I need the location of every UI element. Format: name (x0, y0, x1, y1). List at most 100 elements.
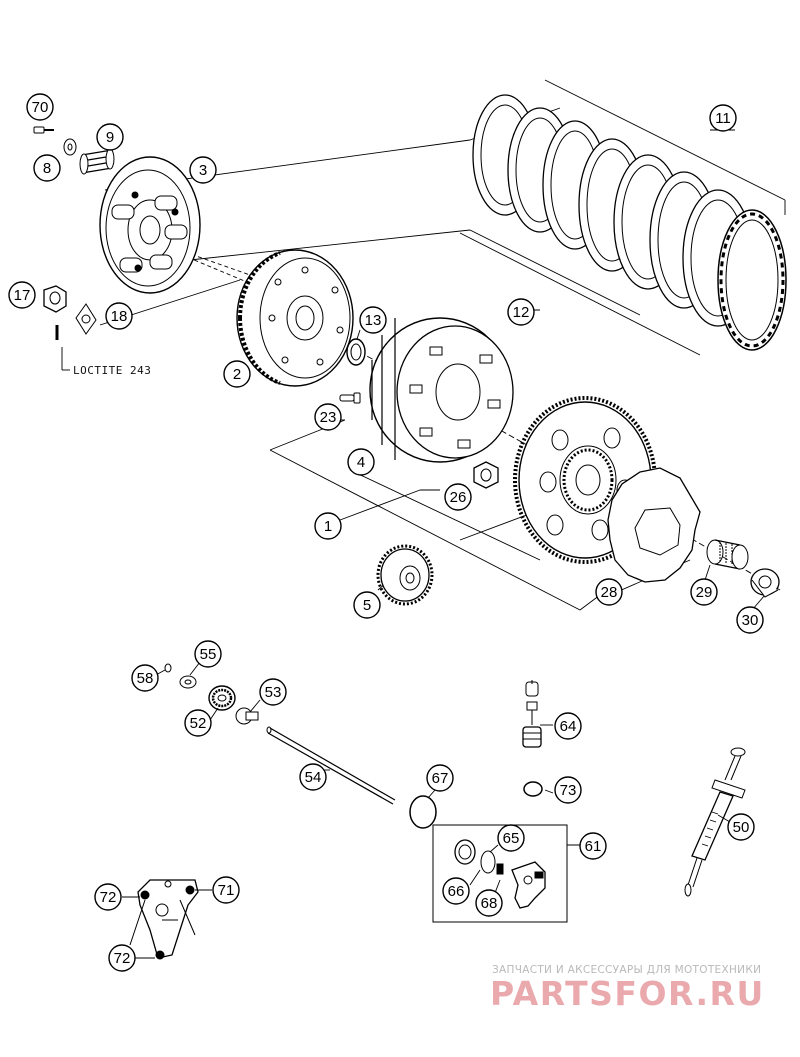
svg-text:PARTSFOR.RU: PARTSFOR.RU (490, 974, 765, 1013)
seal-ring-73 (523, 781, 543, 797)
svg-text:68: 68 (481, 895, 498, 912)
clutch-plate-stack (472, 94, 787, 351)
callout-2[interactable]: 2 (223, 360, 251, 388)
svg-text:4: 4 (357, 454, 365, 471)
svg-text:73: 73 (560, 782, 577, 799)
circlip-58 (164, 663, 172, 673)
svg-text:17: 17 (14, 287, 31, 304)
callout-17[interactable]: 17 (8, 281, 36, 309)
syringe-50 (684, 747, 746, 897)
svg-text:23: 23 (320, 409, 337, 426)
needle-bearing-29 (706, 539, 749, 570)
small-gear-5 (376, 544, 434, 606)
callout-68[interactable]: 68 (475, 889, 503, 917)
watermark: ЗАПЧАСТИ И АКСЕССУАРЫ ДЛЯ МОТОТЕХНИКИ PA… (490, 964, 765, 1013)
damper-plate-28 (607, 467, 701, 583)
callout-64[interactable]: 64 (554, 712, 582, 740)
svg-text:52: 52 (190, 715, 207, 732)
callout-12[interactable]: 12 (507, 298, 535, 326)
svg-text:71: 71 (218, 882, 235, 899)
callout-53[interactable]: 53 (259, 678, 287, 706)
callout-52[interactable]: 52 (184, 709, 212, 737)
washer-8 (63, 138, 77, 156)
svg-text:8: 8 (43, 160, 51, 177)
clutch-basket-4 (369, 317, 514, 463)
spring-9 (79, 148, 115, 175)
callout-67[interactable]: 67 (426, 764, 454, 792)
svg-text:13: 13 (365, 312, 382, 329)
callout-5[interactable]: 5 (353, 591, 381, 619)
callout-18[interactable]: 18 (105, 302, 133, 330)
callout-70[interactable]: 70 (26, 93, 54, 121)
callout-4[interactable]: 4 (347, 448, 375, 476)
svg-text:58: 58 (137, 670, 154, 687)
svg-text:2: 2 (233, 366, 241, 383)
svg-text:72: 72 (100, 889, 117, 906)
svg-text:53: 53 (265, 684, 282, 701)
pressure-plate-3 (99, 156, 201, 294)
callout-1[interactable]: 1 (314, 512, 342, 540)
o-ring-67 (409, 795, 437, 829)
callout-11[interactable]: 11 (709, 104, 737, 132)
callout-55[interactable]: 55 (194, 640, 222, 668)
svg-text:67: 67 (432, 770, 449, 787)
hex-nut-26 (473, 461, 499, 489)
svg-text:64: 64 (560, 718, 577, 735)
svg-text:30: 30 (742, 612, 759, 629)
callout-30[interactable]: 30 (736, 606, 764, 634)
nut-17 (43, 285, 67, 340)
svg-text:1: 1 (324, 518, 332, 535)
lock-washer-18 (75, 303, 97, 335)
svg-text:9: 9 (106, 129, 114, 146)
washer-55 (179, 675, 197, 689)
svg-text:28: 28 (601, 584, 618, 601)
svg-text:3: 3 (199, 162, 207, 179)
callout-54[interactable]: 54 (299, 763, 327, 791)
svg-text:11: 11 (715, 110, 731, 127)
callout-9[interactable]: 9 (96, 123, 124, 151)
svg-text:66: 66 (448, 883, 465, 900)
push-rod-54 (266, 726, 396, 805)
bolt-70 (33, 126, 54, 134)
svg-text:LOCTITE 243: LOCTITE 243 (73, 364, 151, 377)
bearing-52 (208, 685, 236, 711)
svg-text:65: 65 (503, 830, 520, 847)
svg-text:72: 72 (114, 950, 131, 967)
bleed-nipple-64 (522, 680, 542, 748)
svg-text:70: 70 (32, 99, 49, 116)
callout-72-lower[interactable]: 72 (108, 944, 136, 972)
svg-text:50: 50 (733, 819, 750, 836)
callout-3[interactable]: 3 (189, 156, 217, 184)
callout-28[interactable]: 28 (595, 578, 623, 606)
bushing-30 (750, 568, 780, 598)
svg-text:26: 26 (450, 489, 467, 506)
svg-text:5: 5 (363, 597, 371, 614)
callout-71[interactable]: 71 (212, 876, 240, 904)
callout-58[interactable]: 58 (131, 664, 159, 692)
svg-text:12: 12 (513, 304, 530, 321)
pin-23 (339, 392, 361, 404)
callout-73[interactable]: 73 (554, 776, 582, 804)
svg-text:18: 18 (111, 308, 128, 325)
svg-text:61: 61 (585, 838, 602, 855)
callout-8[interactable]: 8 (33, 154, 61, 182)
callout-61[interactable]: 61 (579, 832, 607, 860)
loctite-note: LOCTITE 243 (73, 364, 151, 377)
pressure-piece-53 (235, 707, 259, 725)
release-lever-71-72 (122, 879, 212, 960)
callout-66[interactable]: 66 (442, 877, 470, 905)
callout-50[interactable]: 50 (727, 813, 755, 841)
callout-65[interactable]: 65 (497, 824, 525, 852)
part-callouts: 70 8 9 3 11 17 18 2 13 12 23 4 26 1 5 28… (8, 93, 764, 972)
slave-cylinder-box-61 (432, 824, 580, 923)
callout-13[interactable]: 13 (359, 306, 387, 334)
svg-text:54: 54 (305, 769, 322, 786)
callout-26[interactable]: 26 (444, 483, 472, 511)
callout-23[interactable]: 23 (314, 403, 342, 431)
callout-72-upper[interactable]: 72 (94, 883, 122, 911)
svg-text:ЗАПЧАСТИ И АКСЕССУАРЫ ДЛЯ МОТО: ЗАПЧАСТИ И АКСЕССУАРЫ ДЛЯ МОТОТЕХНИКИ (492, 964, 761, 976)
svg-text:55: 55 (200, 646, 217, 663)
callout-29[interactable]: 29 (690, 578, 718, 606)
